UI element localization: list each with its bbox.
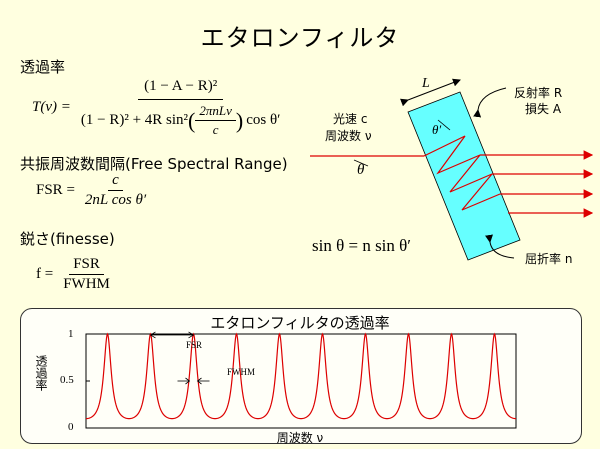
fwhm-arrow-left [185,377,191,385]
fsr-formula: FSR = c 2nL cos θ′ [36,172,150,209]
fsr-annotation: FSR [186,340,203,350]
transmittance-denominator-right: cos θ′ [246,112,281,128]
page-title: エタロンフィルタ [200,24,400,52]
x-axis-label: 周波数 ν [276,431,324,445]
fwhm-arrow-right [196,377,202,385]
transmittance-curve [85,332,517,420]
finesse-heading: 鋭さ(finesse) [20,230,115,248]
frequency-label: 周波数 ν [325,129,372,143]
transmittance-denominator-left: (1 − R)² + 4R sin² [80,112,189,128]
refractive-index-label: 屈折率 n [525,252,573,266]
fsr-denominator: 2nL cos θ′ [84,192,147,208]
plot-frame [85,333,517,429]
fsr-heading: 共振周波数間隔(Free Spectral Range) [20,155,288,173]
length-label: L [422,76,430,91]
fsr-numerator: c [108,172,123,191]
reflectance-label: 反射率 R [514,86,563,100]
refraction-angle-label: θ′ [432,122,442,137]
transmittance-formula: T(ν) = (1 − A − R)² (1 − R)² + 4R sin² (… [32,76,281,137]
internal-ray [423,135,501,211]
transmittance-numerator: (1 − A − R)² [138,76,224,100]
finesse-formula: f = FSR FWHM [36,256,114,293]
y-tick-0.5: 0.5 [60,374,74,386]
transmittance-inner-numerator: 2πnLν [195,103,236,121]
length-arrow [400,78,461,107]
transmittance-heading: 透過率 [20,58,66,76]
refractive-pointer [485,234,515,259]
finesse-denominator: FWHM [63,276,110,292]
etalon-diagram [310,78,594,261]
finesse-lhs: f = [36,266,54,282]
y-axis-label: 透過率 [34,355,48,391]
snell-law: sin θ = n sin θ′ [312,236,412,255]
fsr-lhs: FSR = [36,182,75,198]
chart-title: エタロンフィルタの透過率 [210,314,390,332]
fsr-arrow-left [149,331,156,339]
loss-label: 損失 A [525,102,562,116]
reflect-pointer [473,87,507,118]
transmittance-lhs: T(ν) = [32,98,71,115]
fwhm-annotation: FWHM [227,367,256,377]
light-speed-label: 光速 c [333,112,368,126]
incidence-angle-label: θ [357,162,365,178]
fsr-arrow-right [188,331,195,339]
transmittance-inner-denominator: c [212,122,219,137]
y-tick-1: 1 [68,328,74,340]
chart-panel [20,308,582,444]
y-tick-0: 0 [68,421,74,433]
finesse-numerator: FSR [69,256,104,275]
